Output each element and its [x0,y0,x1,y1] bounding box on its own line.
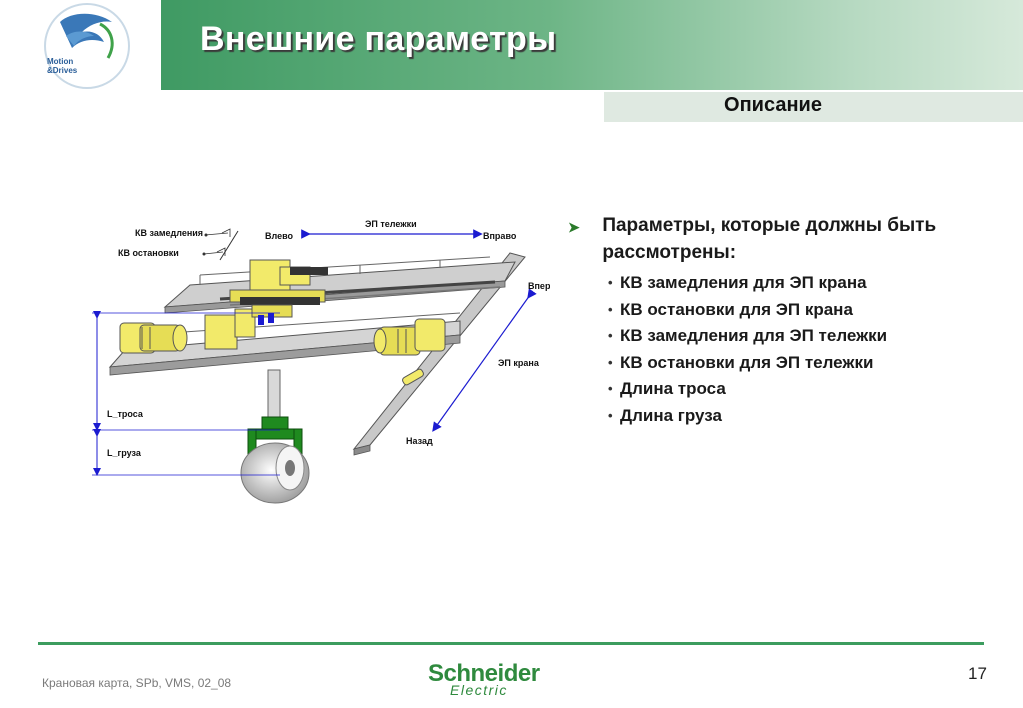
list-item: •Длина груза [608,403,1008,430]
sub-bullets: •КВ замедления для ЭП крана •КВ остановк… [608,270,1008,429]
steel-coil [240,442,310,504]
dimension-lines [92,311,280,476]
kv-slow-label: КВ замедления [135,228,203,238]
header-band [161,0,1023,90]
crane-diagram: КВ замедления КВ остановки Влево ЭП теле… [80,205,561,515]
trolley-drive-label: ЭП тележки [365,219,417,229]
crane-drive-label: ЭП крана [498,358,540,368]
brand-name: Schneider [428,660,540,687]
brand-sub: Electric [450,682,508,698]
svg-text:Motion: Motion [47,57,73,66]
list-item: •КВ остановки для ЭП тележки [608,350,1008,377]
bullet-dot-icon: • [608,407,613,423]
load-length-label: L_груза [107,448,142,458]
parameters-list: ➤ Параметры, которые должны быть рассмот… [568,212,1008,429]
bullet-dot-icon: • [608,301,613,317]
right-label: Вправо [483,231,517,241]
subtitle-bar [604,92,1023,122]
forward-label: Вперед [528,281,550,291]
back-label: Назад [406,436,433,446]
logo: Motion &Drives [0,0,160,90]
list-item: •КВ остановки для ЭП крана [608,297,1008,324]
footer-divider [38,642,984,645]
bridge-motor-left [119,322,188,354]
bullet-dot-icon: • [608,354,613,370]
bullet-dot-icon: • [608,328,613,343]
main-bullet: ➤ Параметры, которые должны быть рассмот… [568,212,1008,266]
crane-direction-arrow [432,288,537,432]
list-item: •КВ замедления для ЭП крана [608,270,1008,297]
rope-column [267,369,281,421]
rope-length-label: L_троса [107,409,144,419]
list-item: •КВ замедления для ЭП тележки [608,323,1008,350]
bullet-dot-icon: • [608,275,613,290]
page-number: 17 [968,664,987,683]
motion-drives-logo-icon: Motion &Drives [44,3,130,89]
limit-switch-icons [202,228,239,261]
section-subtitle: Описание [724,94,822,116]
list-item: •Длина троса [608,376,1008,403]
main-bullet-text: Параметры, которые должны быть рассмотре… [602,215,937,263]
arrow-bullet-icon: ➤ [568,219,580,235]
bullet-dot-icon: • [608,381,613,396]
svg-text:&Drives: &Drives [47,66,78,75]
trolley [204,259,328,350]
left-label: Влево [265,231,294,241]
footer-text: Крановая карта, SPb, VMS, 02_08 [42,676,232,690]
page-title: Внешние параметры [200,20,557,58]
kv-stop-label: КВ остановки [118,248,179,258]
schneider-logo: Schneider Electric [428,660,540,698]
